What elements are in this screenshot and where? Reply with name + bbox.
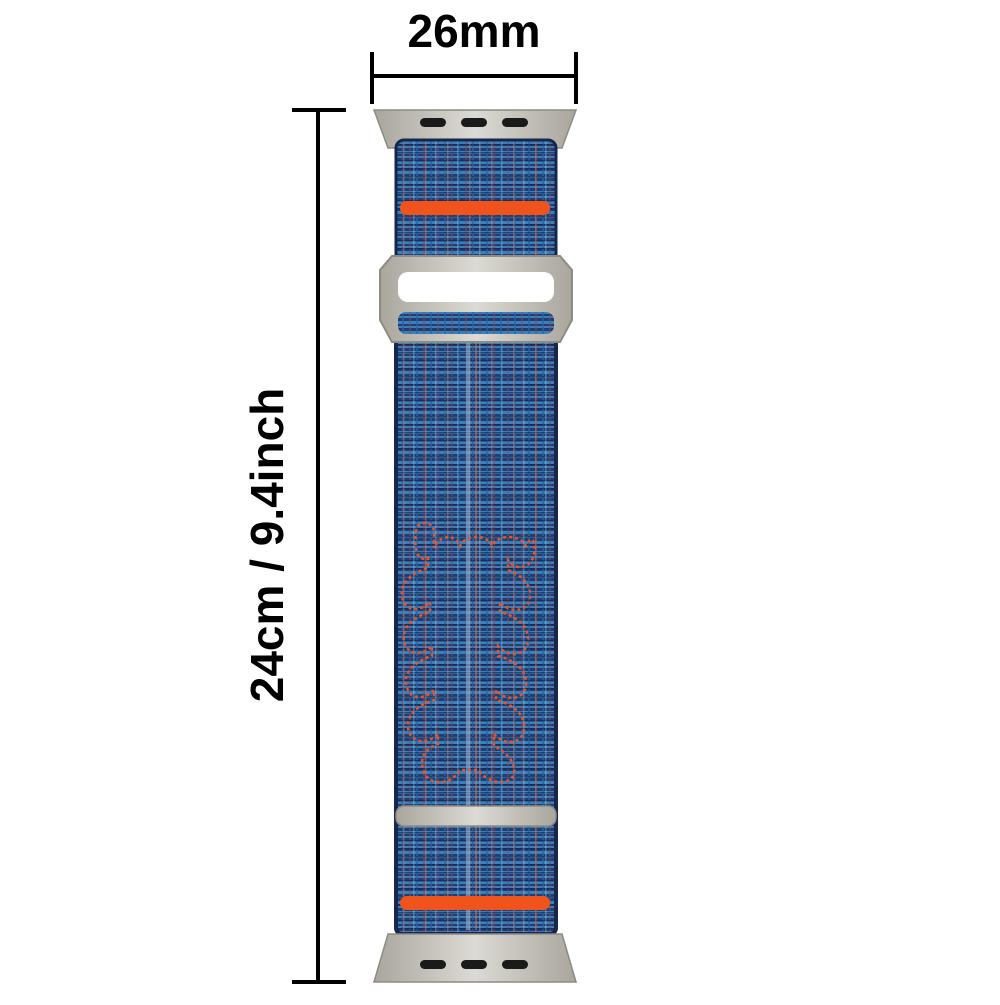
lower-band-segment — [394, 332, 558, 936]
buckle — [379, 255, 573, 343]
length-dimension-line — [292, 108, 346, 984]
orange-stripe-top — [400, 201, 550, 215]
bottom-lug-connector — [373, 933, 577, 983]
upper-band-segment — [394, 138, 558, 282]
orange-stripe-bottom — [400, 896, 550, 910]
width-dimension-label: 26mm — [407, 5, 541, 57]
sliding-keeper — [395, 805, 557, 827]
width-dimension-line — [370, 52, 578, 104]
length-dimension-label: 24cm / 9.4inch — [241, 387, 293, 703]
hook-stitch-pattern — [400, 521, 536, 784]
